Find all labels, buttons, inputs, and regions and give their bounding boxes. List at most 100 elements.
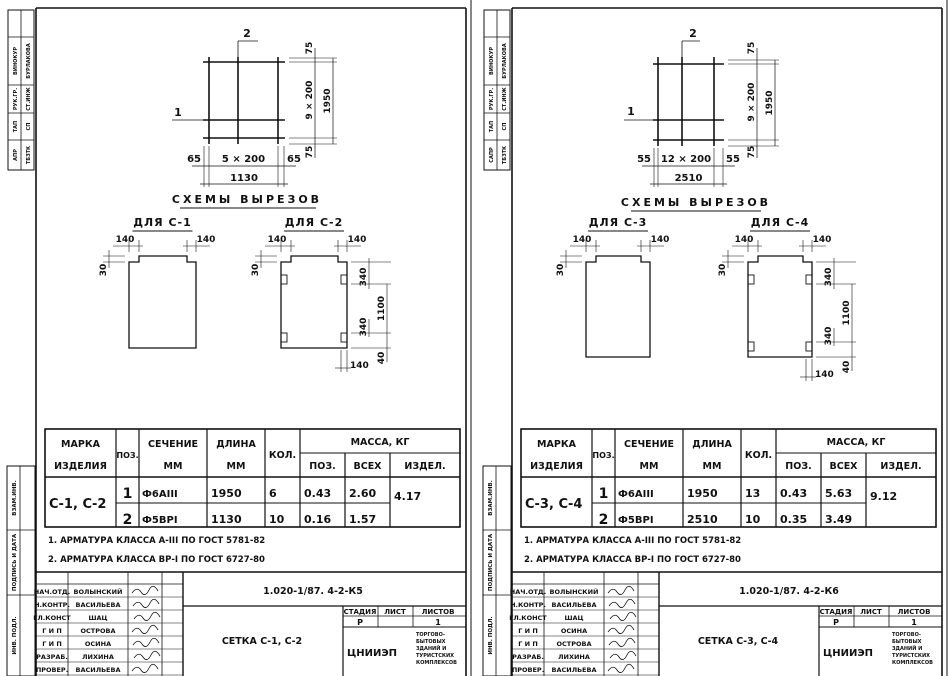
stage-value: Р <box>833 618 839 627</box>
position-2-label: 2 <box>689 27 697 40</box>
header-mass-all: ВСЕХ <box>353 461 382 472</box>
dim-notch-span: 1100 <box>842 300 852 325</box>
dim-notch-right: 140 <box>651 235 670 245</box>
side-label: ИНВ. ПОДЛ. <box>488 616 494 654</box>
cell-mass-all: 1.57 <box>349 513 376 526</box>
dim-upper-notch: 340 <box>359 268 369 287</box>
stage-header: СТАДИЯ <box>820 608 853 616</box>
dim-notch-depth: 30 <box>99 264 109 277</box>
note-2: 2. АРМАТУРА КЛАССА ВР-I ПО ГОСТ 6727-80 <box>48 555 265 565</box>
header-mass-pos: ПОЗ. <box>785 461 811 472</box>
cutout-label: ДЛЯ С-3 <box>589 216 648 229</box>
person-name: ВОЛЫНСКИЙ <box>73 587 122 596</box>
person-role: НАЧ.ОТД. <box>510 588 546 596</box>
signature <box>131 663 159 673</box>
drawing-code: 1.020-1/87. 4-2-К5 <box>263 586 363 597</box>
dim-total-width: 1130 <box>230 173 258 184</box>
cutout-label: ДЛЯ С-1 <box>133 216 192 229</box>
cell-mark: С-1, С-2 <box>49 497 106 512</box>
specification-table: МАРКАИЗДЕЛИЯПОЗ.СЕЧЕНИЕММДЛИНАММКОЛ.МАСС… <box>44 428 461 528</box>
cell-section: Ф6АIII <box>618 489 654 500</box>
organization-name: ЦНИИЭП <box>823 648 873 659</box>
organization-subtitle: БЫТОВЫХ <box>416 639 446 645</box>
cutout-notch <box>747 341 755 352</box>
dim-left: 65 <box>187 154 201 165</box>
signature <box>607 585 635 595</box>
organization-name: ЦНИИЭП <box>347 648 397 659</box>
person-name: ОСТРОВА <box>556 640 591 648</box>
side-label: ПОДПИСЬ И ДАТА <box>488 533 494 591</box>
signature <box>133 650 161 660</box>
mesh-outline <box>128 255 197 349</box>
cell-mass-pos: 0.43 <box>780 487 807 500</box>
note-1: 1. АРМАТУРА КЛАССА А-III ПО ГОСТ 5781-82 <box>48 536 265 546</box>
stamp-name: ТБЗТК <box>502 145 508 164</box>
cutout-notch <box>805 341 813 352</box>
header-length: ММ <box>703 461 722 472</box>
dim-notch-left: 140 <box>573 235 592 245</box>
person-name: ВАСИЛЬЕВА <box>552 601 597 609</box>
header-mass: МАССА, КГ <box>827 437 886 448</box>
dim-bottom: 75 <box>305 146 315 159</box>
signature <box>609 611 637 621</box>
sheet-header: ЛИСТ <box>860 608 882 616</box>
sheets-header: ЛИСТОВ <box>898 608 931 616</box>
cell-qty: 10 <box>745 513 761 526</box>
person-role: Г И П <box>518 640 538 648</box>
header-mass-item: ИЗДЕЛ. <box>404 461 445 472</box>
cell-length: 1950 <box>687 487 718 500</box>
sheets-value: 1 <box>435 618 441 627</box>
title-block: НАЧ.ОТД.ВОЛЫНСКИЙН.КОНТР.ВАСИЛЬЕВАГЛ.КОН… <box>33 571 466 676</box>
table-border <box>520 428 937 528</box>
signature <box>132 637 160 647</box>
person-role: ГЛ.КОНСТ <box>33 614 71 622</box>
dim-total-height: 1950 <box>765 90 775 115</box>
position-1-label: 1 <box>627 105 635 118</box>
drawing-title: СЕТКА С-1, С-2 <box>222 636 302 647</box>
header-section: СЕЧЕНИЕ <box>148 439 198 450</box>
specification-table: МАРКАИЗДЕЛИЯПОЗ.СЕЧЕНИЕММДЛИНАММКОЛ.МАСС… <box>520 428 937 528</box>
stamp-name: БУРЛАКОВА <box>502 43 508 79</box>
header-mass-pos: ПОЗ. <box>309 461 335 472</box>
header-pos: ПОЗ. <box>592 451 614 460</box>
stamp-role: ВИНОКУР <box>13 47 19 75</box>
header-section: ММ <box>640 461 659 472</box>
header-mass-all: ВСЕХ <box>829 461 858 472</box>
mesh-outline <box>280 255 348 349</box>
cutout-notch <box>805 274 813 285</box>
stamp-name: СП <box>26 123 32 131</box>
side-labels-border <box>482 465 512 676</box>
header-mark: МАРКА <box>537 439 577 450</box>
person-name: ВАСИЛЬЕВА <box>552 666 597 674</box>
organization-subtitle: ЗДАНИЙ И <box>892 644 922 652</box>
stage-value: Р <box>357 618 363 627</box>
person-name: ВОЛЫНСКИЙ <box>549 587 598 596</box>
dim-notch-left: 140 <box>268 235 287 245</box>
side-label: ИНВ. ПОДЛ. <box>12 616 18 654</box>
sheets-header: ЛИСТОВ <box>422 608 455 616</box>
person-name: ШАЦ <box>564 614 583 622</box>
table-border <box>44 428 461 528</box>
dim-right: 55 <box>726 154 740 165</box>
cell-section: Ф6АIII <box>142 489 178 500</box>
cutout-notch <box>747 274 755 285</box>
header-mark: ИЗДЕЛИЯ <box>54 461 107 472</box>
header-qty: КОЛ. <box>745 450 772 461</box>
cell-pos: 1 <box>599 486 609 502</box>
header-mass-item: ИЗДЕЛ. <box>880 461 921 472</box>
dim-span: 12 × 200 <box>661 154 711 165</box>
signature <box>609 650 637 660</box>
cell-qty: 13 <box>745 487 760 500</box>
dim-top: 75 <box>305 42 315 55</box>
signature <box>131 585 159 595</box>
person-role: НАЧ.ОТД. <box>34 588 70 596</box>
person-role: ГЛ.КОНСТ <box>509 614 547 622</box>
stamp-name: СТ.ИНЖ <box>502 86 508 110</box>
